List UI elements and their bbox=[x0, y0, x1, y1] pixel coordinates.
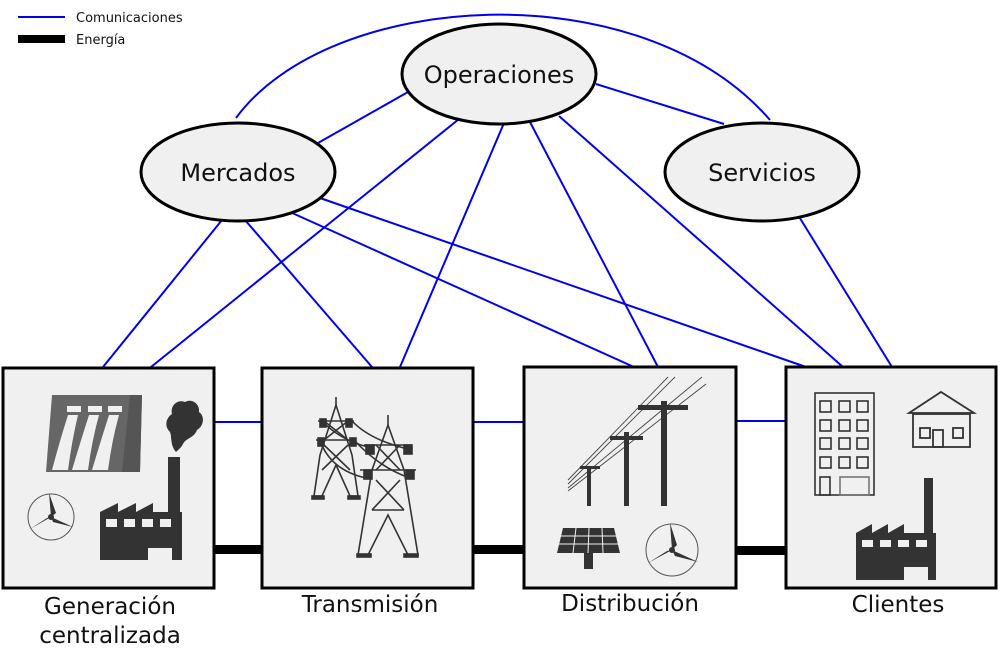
box-generacion[interactable] bbox=[1, 366, 216, 590]
comm-link-mercados-distribucion bbox=[289, 211, 635, 368]
energy-links bbox=[215, 545, 785, 555]
comm-link-mercados-operaciones bbox=[317, 91, 409, 144]
box-transmision[interactable] bbox=[260, 366, 475, 590]
operaciones-label: Operaciones bbox=[424, 61, 575, 89]
comm-link-mercados-servicios bbox=[235, 13, 771, 121]
generacion-label-line1: Generación bbox=[44, 594, 176, 620]
comm-link-operaciones-distribucion bbox=[529, 121, 659, 368]
house-icon bbox=[905, 390, 978, 448]
comm-link-operaciones-clientes bbox=[558, 115, 844, 368]
energy-link-transmision-distribucion bbox=[474, 545, 523, 554]
servicios-label: Servicios bbox=[708, 159, 816, 187]
office-building-icon bbox=[814, 392, 875, 496]
factory-icon bbox=[100, 457, 182, 560]
comm-link-operaciones-transmision bbox=[399, 122, 505, 368]
energy-link-distribucion-clientes bbox=[737, 546, 785, 555]
comm-link-mercados-clientes bbox=[319, 197, 807, 368]
factory-icon bbox=[856, 478, 936, 580]
comm-link-mercados-transmision bbox=[244, 219, 373, 368]
solar-panel-icon bbox=[557, 527, 620, 569]
distribucion-label: Distribución bbox=[561, 591, 699, 617]
wind-turbine-icon bbox=[27, 493, 75, 541]
hydro-dam-icon bbox=[46, 395, 142, 472]
transmission-tower-icon bbox=[311, 397, 419, 558]
mercados-label: Mercados bbox=[180, 159, 295, 187]
wind-turbine-icon bbox=[645, 523, 699, 577]
legend-energy-label: Energía bbox=[76, 33, 125, 48]
servicios-ellipse bbox=[663, 121, 861, 223]
operaciones-ellipse bbox=[400, 22, 598, 126]
comm-link-operaciones-servicios bbox=[595, 83, 725, 125]
transmision-label: Transmisión bbox=[301, 592, 439, 618]
energy-link-generacion-transmision bbox=[215, 545, 261, 554]
box-clientes[interactable] bbox=[784, 365, 998, 590]
node-operaciones[interactable]: Operaciones bbox=[400, 22, 598, 126]
comm-link-servicios-clientes bbox=[797, 214, 893, 368]
transmision-box bbox=[260, 366, 475, 590]
smoke-icon bbox=[166, 400, 203, 452]
generacion-label-line2: centralizada bbox=[39, 623, 181, 649]
legend: Comunicaciones Energía bbox=[18, 11, 183, 48]
communication-links bbox=[102, 13, 893, 423]
comm-link-mercados-generacion bbox=[102, 219, 223, 368]
node-mercados[interactable]: Mercados bbox=[139, 121, 337, 223]
clientes-label: Clientes bbox=[852, 592, 945, 618]
comm-link-operaciones-generacion bbox=[150, 118, 460, 368]
distribucion-box bbox=[522, 365, 738, 590]
node-servicios[interactable]: Servicios bbox=[663, 121, 861, 223]
legend-energy-swatch bbox=[18, 35, 65, 43]
utility-poles-icon bbox=[567, 376, 707, 506]
mercados-ellipse bbox=[139, 121, 337, 223]
box-distribucion[interactable] bbox=[522, 365, 738, 590]
legend-communications-label: Comunicaciones bbox=[76, 11, 183, 26]
